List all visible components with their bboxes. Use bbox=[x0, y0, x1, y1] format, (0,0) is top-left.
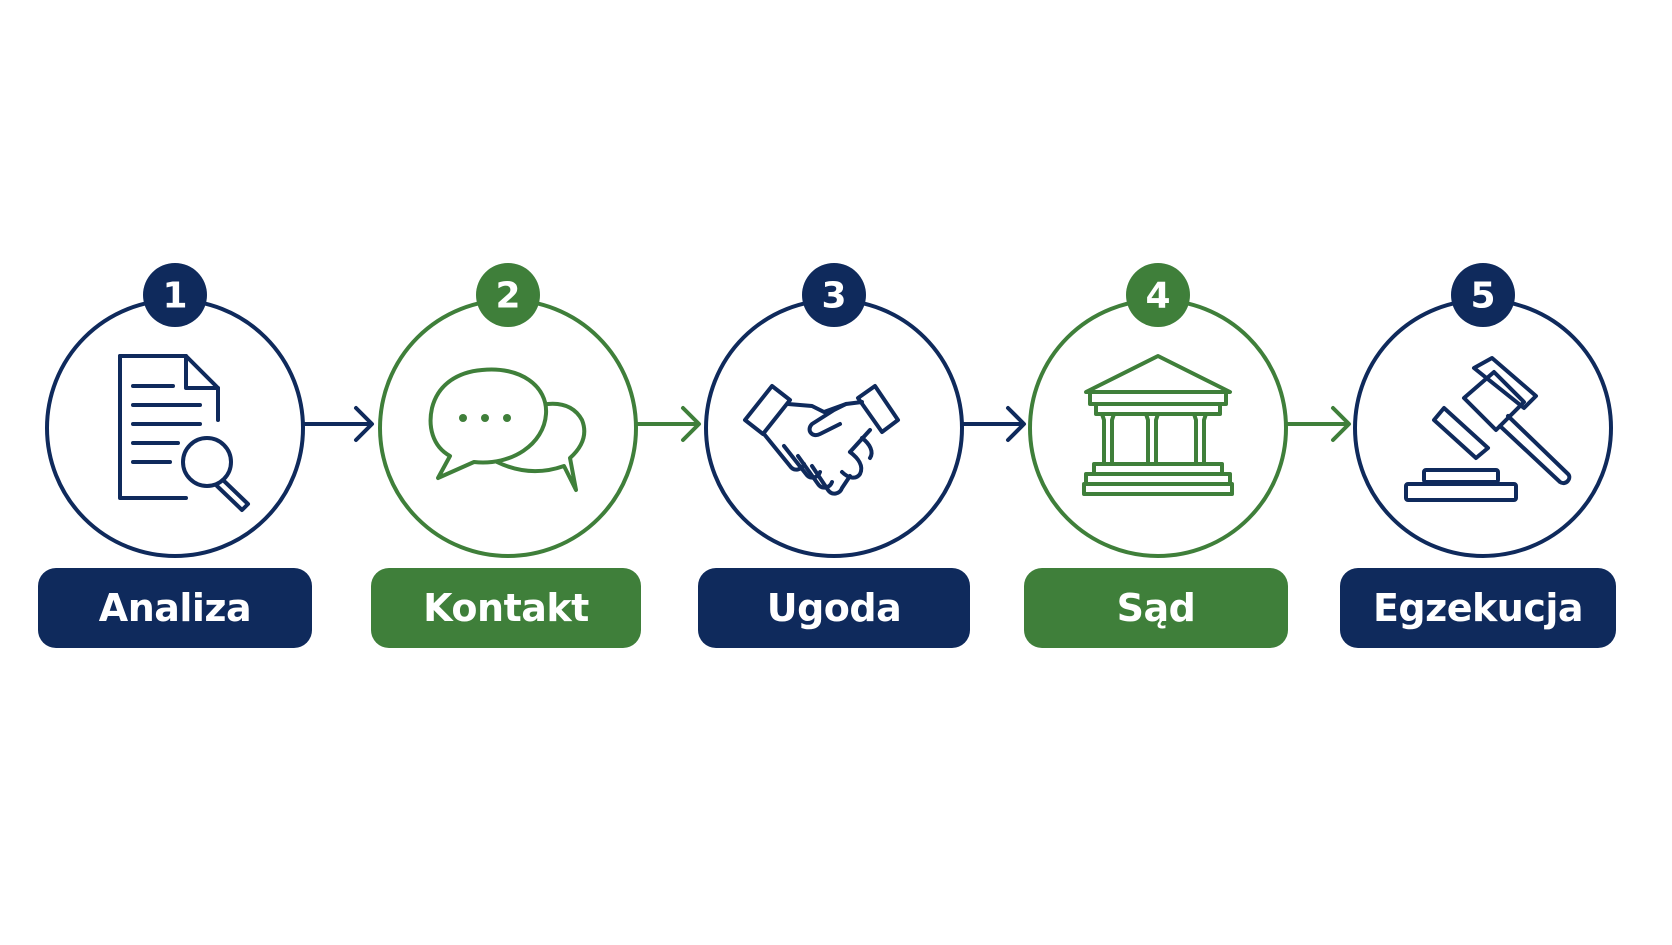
step-4: 4 bbox=[1028, 263, 1288, 558]
step-number-badge bbox=[802, 263, 866, 327]
step-number: 4 bbox=[1145, 276, 1170, 317]
arrow-2-3 bbox=[635, 406, 701, 442]
arrow-1-2 bbox=[301, 406, 374, 442]
step-number: 1 bbox=[162, 276, 187, 317]
chat-bubbles-icon bbox=[428, 367, 587, 492]
step-label-ugoda: Ugoda bbox=[698, 568, 970, 648]
step-number: 2 bbox=[495, 276, 520, 317]
handshake-icon bbox=[743, 384, 900, 496]
step-number: 5 bbox=[1470, 276, 1495, 317]
document-search-icon bbox=[118, 354, 250, 512]
step-circle bbox=[1353, 298, 1613, 558]
step-number-badge bbox=[143, 263, 207, 327]
step-number-badge bbox=[1126, 263, 1190, 327]
step-circle bbox=[45, 298, 305, 558]
step-2: 2 bbox=[378, 263, 638, 558]
courthouse-icon bbox=[1082, 354, 1234, 496]
step-5: 5 bbox=[1353, 263, 1613, 558]
step-circle bbox=[378, 298, 638, 558]
step-number: 3 bbox=[821, 276, 846, 317]
step-number-badge bbox=[1451, 263, 1515, 327]
arrow-3-4 bbox=[961, 406, 1026, 442]
gavel-icon bbox=[1404, 356, 1572, 502]
step-label-egzekucja: Egzekucja bbox=[1340, 568, 1616, 648]
step-3: 3 bbox=[704, 263, 964, 558]
step-1: 1 bbox=[45, 263, 305, 558]
arrow-4-5 bbox=[1285, 406, 1351, 442]
step-label-kontakt: Kontakt bbox=[371, 568, 641, 648]
step-label-sad: Sąd bbox=[1024, 568, 1288, 648]
step-label-analiza: Analiza bbox=[38, 568, 312, 648]
step-number-badge bbox=[476, 263, 540, 327]
